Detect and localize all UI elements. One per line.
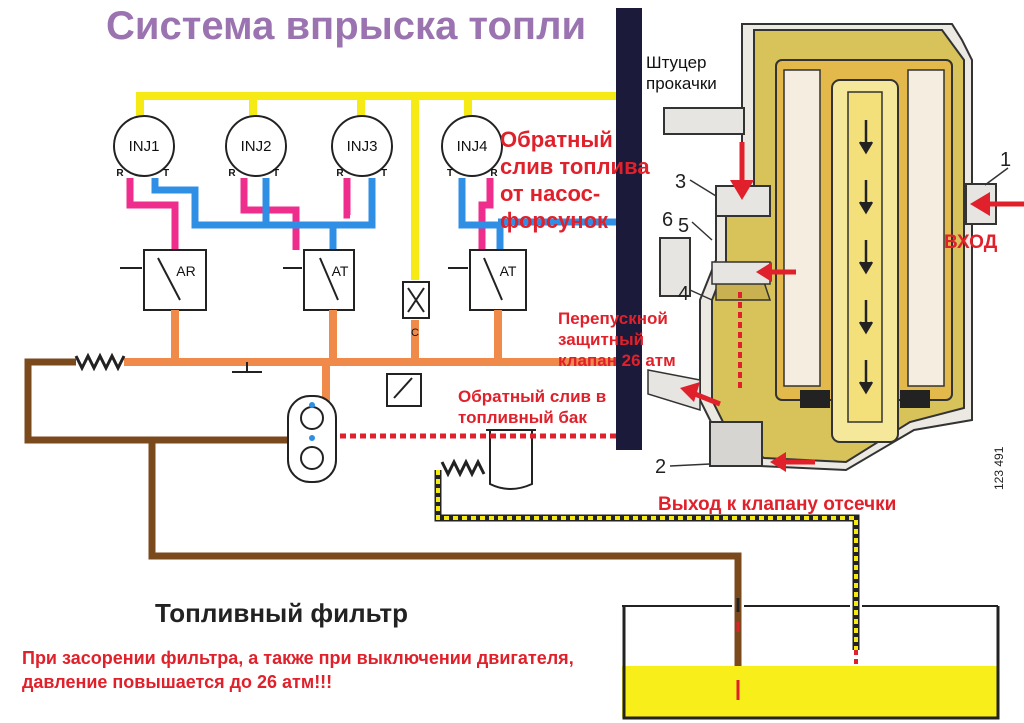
inlet-label: ВХОД <box>944 232 998 253</box>
overflow-return-line <box>434 470 860 650</box>
pressure-regulators <box>74 352 486 478</box>
port-label: R <box>490 168 498 179</box>
reference-code: 123 491 <box>992 446 1006 490</box>
fuel-tank <box>622 598 1000 720</box>
part-number: 4 <box>678 283 689 305</box>
pump-labels: AR AT AT <box>176 263 517 279</box>
part-number: 3 <box>675 171 686 193</box>
pump-boxes <box>120 249 527 311</box>
port-label: T <box>273 168 279 179</box>
port-label: T <box>381 168 387 179</box>
supply-line <box>136 92 616 280</box>
injector-label: INJ1 <box>129 138 160 155</box>
slide-title: Система впрыска топли <box>106 4 587 48</box>
fuel-pump <box>287 395 337 483</box>
return-lines <box>151 178 616 250</box>
fitting-label: Штуцер прокачки <box>646 53 717 93</box>
part-number: 5 <box>678 215 689 237</box>
divider-bar <box>616 8 642 450</box>
injector-label: INJ3 <box>347 138 378 155</box>
check-valve <box>232 362 422 407</box>
port-label: T <box>447 168 453 179</box>
return-line-label: Обратный слив топлива от насос-форсунок <box>500 127 650 233</box>
shutoff-valve <box>402 281 430 319</box>
injector-group <box>113 115 503 177</box>
tank-supply-line <box>24 358 742 700</box>
injector-label: INJ2 <box>241 138 272 155</box>
port-label: R <box>336 168 344 179</box>
part-number-leaders <box>669 167 1009 467</box>
part-number: 1 <box>1000 149 1011 171</box>
part-number: 6 <box>662 209 673 231</box>
port-label: R <box>116 168 124 179</box>
injector-labels: INJ1 INJ2 INJ3 INJ4 <box>129 138 488 155</box>
part-number: 2 <box>655 456 666 478</box>
part-numbers: 1 2 3 4 5 6 <box>655 149 1011 478</box>
return-reservoir <box>486 429 536 490</box>
port-label: T <box>163 168 169 179</box>
outlet-label: Выход к клапану отсечки <box>658 494 897 515</box>
pump-label: AT <box>500 263 517 279</box>
port-label: R <box>228 168 236 179</box>
pump-label: AT <box>332 263 349 279</box>
valve-label: C <box>411 327 419 339</box>
section-title: Топливный фильтр <box>155 598 408 628</box>
warning-note: При засорении фильтра, а также при выклю… <box>22 648 574 692</box>
injector-port-labels: R T R T R T T R <box>116 168 498 179</box>
fuel-filter <box>647 23 997 472</box>
bypass-valve-label: Перепускной защитный клапан 26 атм <box>558 309 676 370</box>
pump-label: AR <box>176 263 195 279</box>
injector-label: INJ4 <box>457 138 488 155</box>
flow-arrows <box>680 142 1024 472</box>
tank-return-label: Обратный слив в топливный бак <box>458 387 607 427</box>
